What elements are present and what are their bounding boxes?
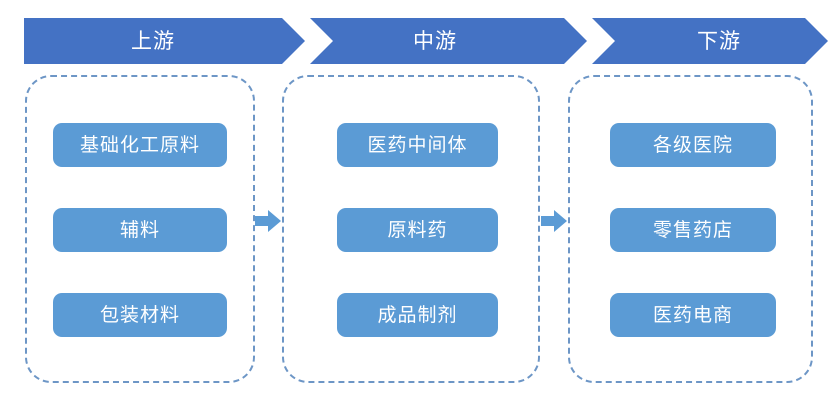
banner-segment-downstream (592, 18, 828, 64)
item-pill[interactable]: 医药中间体 (337, 123, 498, 167)
item-pill[interactable]: 基础化工原料 (53, 123, 227, 167)
stage-container-downstream (568, 75, 813, 383)
stage-container-midstream (282, 75, 540, 383)
item-pill[interactable]: 各级医院 (610, 123, 776, 167)
banner-segment-midstream (310, 18, 587, 64)
banner-segment-upstream (24, 18, 305, 64)
item-pill[interactable]: 零售药店 (610, 208, 776, 252)
item-pill[interactable]: 成品制剂 (337, 293, 498, 337)
banner-label-midstream: 中游 (413, 29, 457, 53)
stage-banner-shape (24, 18, 828, 64)
connector-midstream-to-downstream (540, 208, 568, 234)
arrow-right-icon (541, 210, 567, 232)
banner-label-downstream: 下游 (697, 29, 741, 53)
banner-label-upstream: 上游 (131, 29, 175, 53)
item-pill[interactable]: 包装材料 (53, 293, 227, 337)
item-pill[interactable]: 原料药 (337, 208, 498, 252)
stage-banner: 上游 中游 下游 (24, 18, 828, 64)
stage-container-upstream (25, 75, 255, 383)
item-pill[interactable]: 辅料 (53, 208, 227, 252)
connector-upstream-to-midstream (254, 208, 282, 234)
arrow-right-icon (255, 210, 281, 232)
item-pill[interactable]: 医药电商 (610, 293, 776, 337)
